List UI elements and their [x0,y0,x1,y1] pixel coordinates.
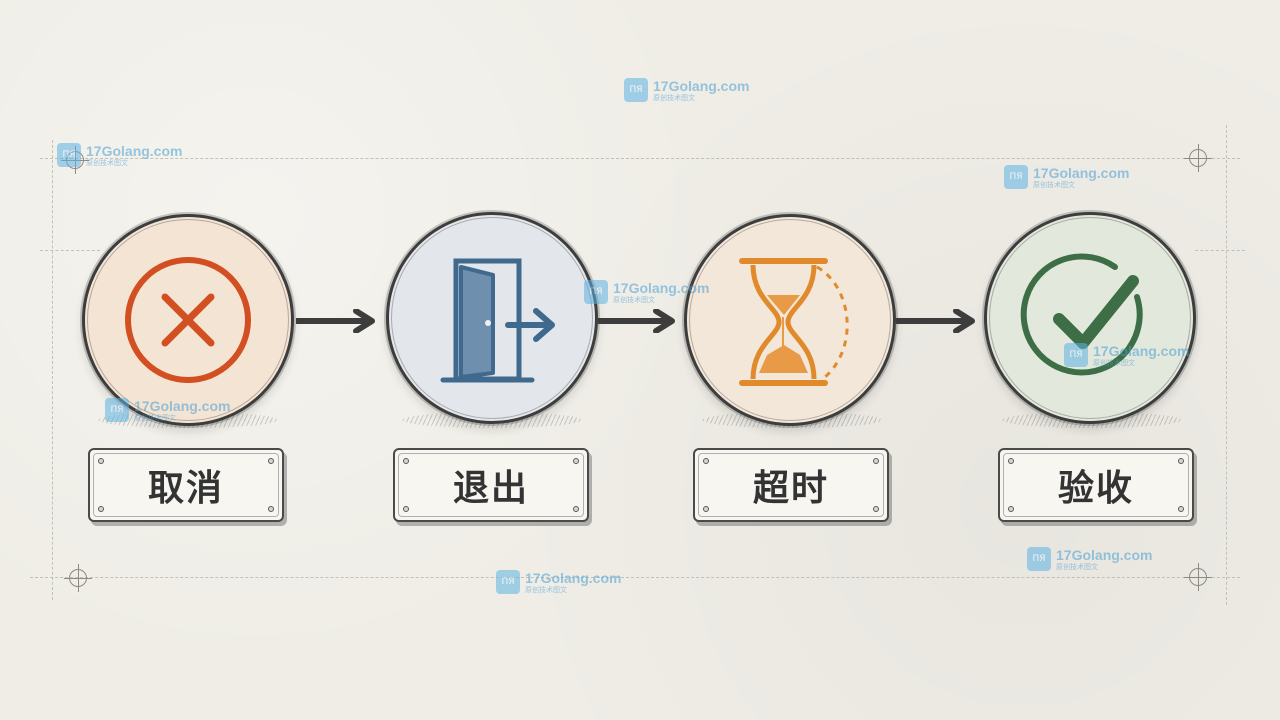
watermark-logo-icon: ПЯ [57,143,81,167]
guide-line-left [52,140,53,600]
rivet [873,458,879,464]
step-label-exit: 退出 [452,468,529,509]
watermark-text: 17Golang.com [1093,342,1190,359]
step-label-box: 退出 [393,448,589,522]
watermark-subtext: 原创技术图文 [525,585,567,594]
guide-line-mid-right [1195,250,1245,251]
step-label-box: 取消 [88,448,284,522]
arrow-right-icon [598,309,675,333]
watermark-logo-icon: ПЯ [1027,547,1051,571]
rivet [1178,458,1184,464]
arrow-right-icon [896,309,975,333]
rivet [1178,506,1184,512]
guide-line-right [1226,125,1227,605]
rivet [403,458,409,464]
watermark-text: 17Golang.com [1033,164,1130,181]
rivet [1008,506,1014,512]
watermark-logo-icon: ПЯ [584,280,608,304]
watermark-subtext: 原创技术图文 [653,93,695,102]
guide-line-top [40,158,1240,159]
step-label-cancel: 取消 [147,468,224,509]
hourglass-timeout-icon [739,258,849,386]
watermark: ПЯ 17Golang.com 原创技术图文 [584,280,709,304]
watermark-subtext: 原创技术图文 [134,413,176,422]
watermark-text: 17Golang.com [1056,546,1153,563]
watermark-logo-icon: ПЯ [1064,343,1088,367]
rivet [703,458,709,464]
watermark-text: 17Golang.com [134,397,231,414]
watermark-logo-icon: ПЯ [105,398,129,422]
rivet [268,506,274,512]
rivet [873,506,879,512]
watermark: ПЯ 17Golang.com 原创技术图文 [105,398,230,422]
watermark-subtext: 原创技术图文 [613,295,655,304]
crosshair-mark [1184,144,1212,172]
step-circle-acceptance [984,212,1196,424]
watermark-subtext: 原创技术图文 [1093,358,1135,367]
watermark-logo-icon: ПЯ [1004,165,1028,189]
watermark-text: 17Golang.com [613,279,710,296]
watermark: ПЯ 17Golang.com 原创技术图文 [496,570,621,594]
step-label-acceptance: 验收 [1057,468,1134,509]
rivet [703,506,709,512]
watermark-subtext: 原创技术图文 [1033,180,1075,189]
watermark: ПЯ 17Golang.com 原创技术图文 [57,143,182,167]
rivet [98,458,104,464]
watermark: ПЯ 17Golang.com 原创技术图文 [1064,343,1189,367]
watermark-logo-icon: ПЯ [496,570,520,594]
rivet [403,506,409,512]
exit-door-icon [440,258,555,383]
watermark-logo-icon: ПЯ [624,78,648,102]
rivet [573,506,579,512]
rivet [573,458,579,464]
rivet [98,506,104,512]
watermark-subtext: 原创技术图文 [1056,562,1098,571]
rivet [1008,458,1014,464]
step-circle-exit [386,212,598,424]
step-label-box: 验收 [998,448,1194,522]
arrow-right-icon [296,309,375,333]
watermark-text: 17Golang.com [86,142,183,159]
crosshair-mark [1184,563,1212,591]
watermark-text: 17Golang.com [653,77,750,94]
step-circle-timeout [684,214,896,426]
step-circle-cancel [82,214,294,426]
guide-line-bottom [30,577,1240,578]
crosshair-mark [64,564,92,592]
cancel-x-icon [125,257,251,383]
watermark-subtext: 原创技术图文 [86,158,128,167]
watermark: ПЯ 17Golang.com 原创技术图文 [1027,547,1152,571]
rivet [268,458,274,464]
guide-line-mid [40,250,100,251]
check-circle-icon [1020,253,1143,376]
watermark-text: 17Golang.com [525,569,622,586]
step-label-timeout: 超时 [752,468,829,509]
watermark: ПЯ 17Golang.com 原创技术图文 [1004,165,1129,189]
step-label-box: 超时 [693,448,889,522]
watermark: ПЯ 17Golang.com 原创技术图文 [624,78,749,102]
